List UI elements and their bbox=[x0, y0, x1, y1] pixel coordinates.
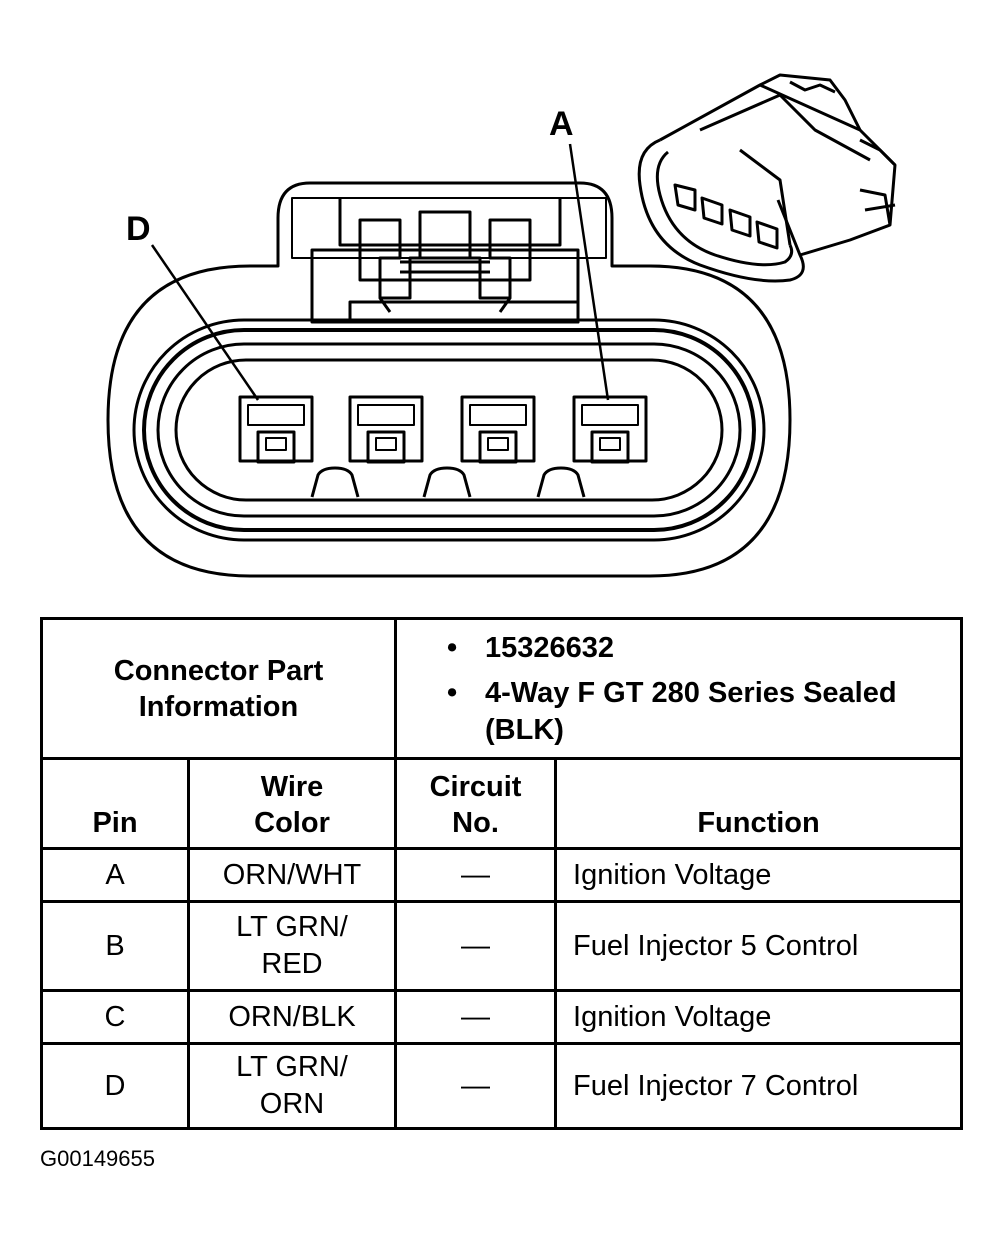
pin-cavity-a bbox=[572, 395, 648, 464]
callout-d-leader bbox=[150, 244, 260, 401]
header-pin: Pin bbox=[40, 757, 190, 850]
callout-a-leader bbox=[568, 143, 610, 401]
connector-latch bbox=[291, 197, 607, 324]
callout-d-label: D bbox=[126, 210, 151, 248]
pin-cavity-c bbox=[348, 395, 424, 464]
keying-bump-2 bbox=[422, 466, 472, 498]
connector-face bbox=[174, 358, 724, 502]
part-info-row: Connector Part Information •15326632 •4-… bbox=[39, 617, 964, 760]
connector-info-table: Connector Part Information •15326632 •4-… bbox=[39, 617, 964, 1130]
wire-color-cell: LT GRN/ RED bbox=[186, 900, 398, 992]
connector-part-info-label: Connector Part Information bbox=[39, 617, 398, 760]
pin-cell: B bbox=[40, 900, 190, 992]
table-row: A ORN/WHT — Ignition Voltage bbox=[40, 847, 964, 903]
connector-inner-ring-3 bbox=[156, 342, 742, 518]
figure-id: G00149655 bbox=[40, 1146, 155, 1171]
wire-color-cell: ORN/BLK bbox=[186, 989, 398, 1045]
wire-color-cell: ORN/WHT bbox=[186, 847, 398, 903]
pin-cavity-d bbox=[238, 395, 314, 464]
function-cell: Ignition Voltage bbox=[554, 847, 964, 903]
function-cell: Ignition Voltage bbox=[554, 989, 964, 1045]
pin-cell: C bbox=[40, 989, 190, 1045]
header-wire-color: Wire Color bbox=[186, 757, 398, 850]
header-function: Function bbox=[554, 757, 964, 850]
callout-a-label: A bbox=[549, 105, 574, 143]
circuit-cell: — bbox=[394, 900, 558, 992]
wire-color-cell: LT GRN/ ORN bbox=[186, 1042, 398, 1130]
function-cell: Fuel Injector 5 Control bbox=[554, 900, 964, 992]
pin-cavity-b bbox=[460, 395, 536, 464]
function-cell: Fuel Injector 7 Control bbox=[554, 1042, 964, 1130]
part-description: •4-Way F GT 280 Series Sealed (BLK) bbox=[447, 677, 897, 746]
keying-bump-3 bbox=[536, 466, 586, 498]
circuit-cell: — bbox=[394, 1042, 558, 1130]
connector-inner-ring-1 bbox=[132, 318, 766, 542]
circuit-cell: — bbox=[394, 847, 558, 903]
circuit-cell: — bbox=[394, 989, 558, 1045]
keying-bump-1 bbox=[310, 466, 360, 498]
connector-inner-ring-2 bbox=[142, 328, 756, 532]
table-row: D LT GRN/ ORN — Fuel Injector 7 Control bbox=[40, 1042, 964, 1130]
header-circuit-no: Circuit No. bbox=[394, 757, 558, 850]
column-header-row: Pin Wire Color Circuit No. Function bbox=[40, 757, 964, 850]
bullet: • bbox=[447, 677, 458, 709]
connector-housing-outline bbox=[106, 181, 792, 578]
pin-cell: A bbox=[40, 847, 190, 903]
part-number: •15326632 bbox=[447, 630, 950, 667]
connector-diagram: D A bbox=[106, 73, 897, 578]
bullet: • bbox=[447, 632, 458, 664]
table-row: C ORN/BLK — Ignition Voltage bbox=[40, 989, 964, 1045]
part-info-list: •15326632 •4-Way F GT 280 Series Sealed … bbox=[394, 617, 964, 760]
pin-cell: D bbox=[40, 1042, 190, 1130]
table-row: B LT GRN/ RED — Fuel Injector 5 Control bbox=[40, 900, 964, 992]
connector-isometric-view bbox=[637, 73, 897, 283]
